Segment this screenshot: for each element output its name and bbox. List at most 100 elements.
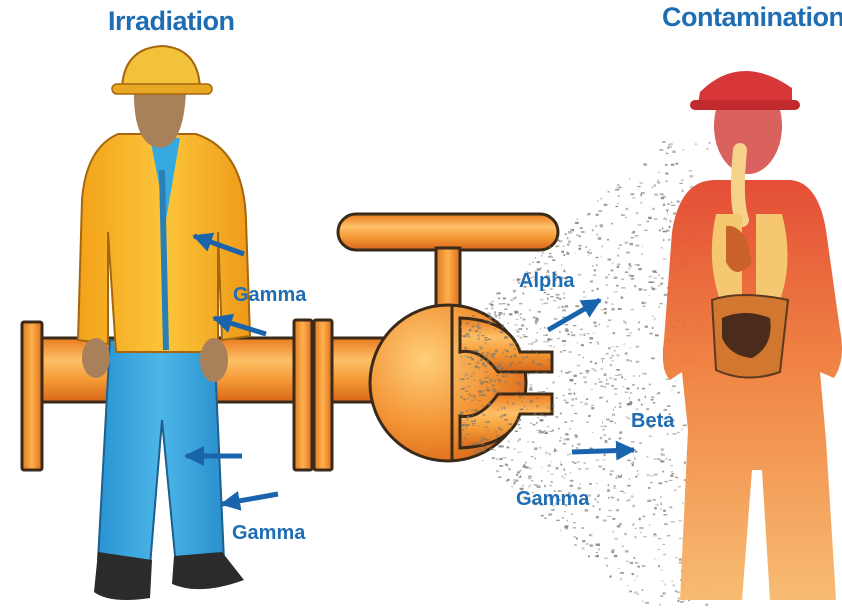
particle [630, 562, 633, 564]
particle [545, 432, 548, 434]
particle [520, 337, 523, 339]
particle [525, 467, 529, 469]
particle [595, 226, 597, 227]
particle [677, 200, 680, 202]
particle [598, 466, 602, 468]
particle [626, 208, 629, 210]
particle [596, 460, 599, 461]
particle [536, 397, 540, 398]
particle [570, 380, 571, 382]
particle [649, 333, 652, 335]
particle [498, 477, 501, 478]
particle [617, 184, 619, 186]
particle [624, 379, 626, 380]
particle [596, 552, 598, 553]
particle [545, 452, 548, 454]
particle [598, 324, 600, 325]
particle [463, 388, 464, 389]
particle [658, 549, 660, 550]
particle [466, 410, 468, 412]
particle [617, 266, 620, 268]
particle [658, 392, 660, 394]
particle [471, 400, 473, 401]
particle [524, 406, 525, 408]
particle [553, 300, 556, 302]
particle [598, 343, 599, 345]
particle [644, 163, 647, 165]
particle [675, 381, 676, 382]
particle [637, 186, 640, 187]
particle [582, 540, 585, 542]
particle [503, 313, 505, 315]
particle [490, 381, 491, 383]
particle [608, 510, 612, 511]
particle [540, 419, 544, 421]
particle [492, 384, 495, 386]
particle [529, 264, 531, 265]
particle [596, 233, 598, 235]
particle [671, 473, 674, 474]
particle [569, 428, 571, 429]
particle [606, 284, 608, 286]
particle [709, 142, 711, 144]
particle [682, 149, 684, 150]
particle [594, 383, 596, 385]
particle [508, 423, 512, 425]
particle [623, 492, 625, 493]
particle [483, 390, 484, 392]
particle [660, 496, 662, 499]
particle [549, 345, 552, 347]
particle [547, 407, 549, 409]
particle [509, 313, 512, 315]
particle [594, 368, 595, 370]
particle [653, 402, 656, 403]
particle [551, 410, 555, 411]
particle [631, 237, 634, 238]
particle [617, 203, 619, 204]
particle [561, 264, 562, 265]
particle [601, 426, 604, 427]
particle [636, 576, 637, 577]
particle [638, 268, 642, 270]
particle [529, 485, 531, 486]
particle [552, 430, 554, 432]
particle [589, 448, 593, 449]
particle [672, 433, 676, 434]
particle [625, 242, 628, 244]
particle [522, 334, 525, 336]
particle [482, 450, 485, 451]
particle [541, 414, 544, 416]
particle [586, 372, 589, 373]
particle [605, 277, 608, 279]
particle [521, 324, 524, 326]
particle [615, 206, 618, 207]
particle [681, 180, 684, 181]
particle [631, 278, 635, 280]
particle [572, 445, 573, 447]
particle [641, 404, 643, 406]
particle [504, 382, 507, 383]
particle [499, 383, 501, 385]
particle [556, 297, 559, 299]
particle [634, 580, 636, 581]
particle [654, 558, 655, 559]
particle [628, 418, 630, 420]
particle [528, 343, 529, 345]
particle [616, 509, 619, 511]
particle [541, 255, 543, 257]
particle [632, 464, 634, 466]
particle [548, 256, 551, 257]
particle [637, 470, 638, 472]
particle [513, 483, 515, 485]
particle [536, 339, 538, 341]
particle [674, 489, 676, 491]
particle [463, 422, 466, 423]
particle [617, 187, 620, 188]
particle [642, 373, 644, 375]
particle [653, 288, 657, 289]
particle [625, 217, 627, 218]
particle [633, 461, 634, 463]
particle [654, 277, 658, 278]
particle [639, 442, 642, 443]
particle [642, 388, 645, 390]
